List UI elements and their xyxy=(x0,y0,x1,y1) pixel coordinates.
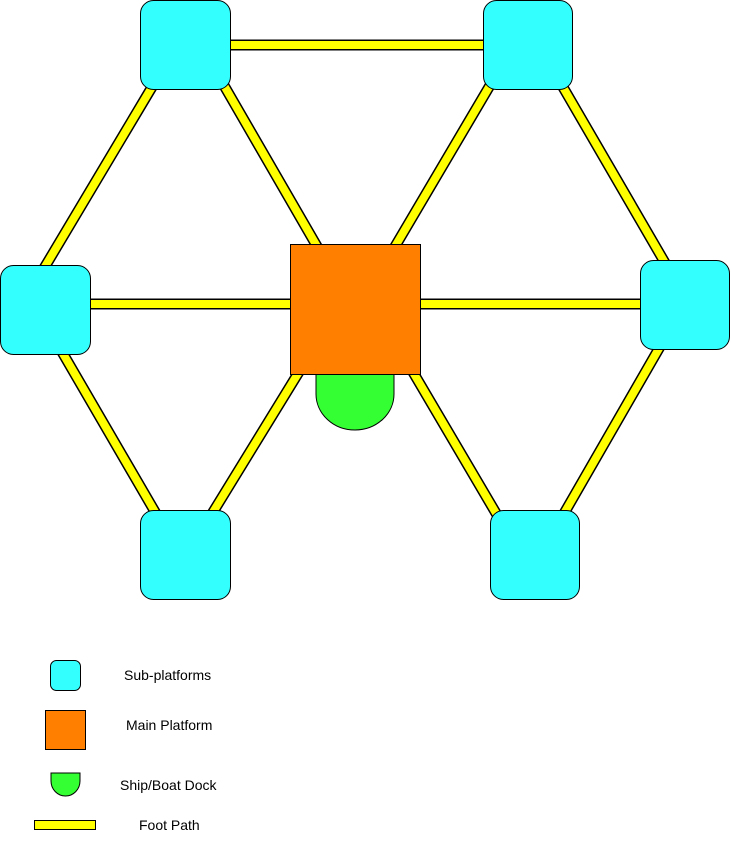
legend-label-dock: Ship/Boat Dock xyxy=(120,777,217,793)
legend-label-sub-platforms: Sub-platforms xyxy=(124,667,212,683)
legend-main-platform-icon xyxy=(45,710,86,750)
legend xyxy=(34,660,96,830)
sub-platform-top-right xyxy=(483,0,573,90)
legend-sub-platform-icon xyxy=(50,660,81,691)
legend-foot-path-icon xyxy=(34,820,96,830)
foot-path-left-to-bottomleft xyxy=(53,342,163,520)
sub-platform-right xyxy=(640,260,730,350)
foot-path-main-to-bottomright xyxy=(405,364,505,523)
legend-label-foot-path: Foot Path xyxy=(139,817,200,833)
sub-platform-left xyxy=(0,265,91,355)
foot-path-topleft-to-main xyxy=(217,79,327,258)
dock-shape xyxy=(315,373,395,431)
sub-platform-top-left xyxy=(140,0,231,90)
foot-path-topright-to-right xyxy=(555,79,673,271)
sub-platform-bottom-left xyxy=(140,510,231,600)
foot-path-right-to-bottomright xyxy=(557,335,670,520)
main-platform xyxy=(290,244,421,375)
sub-platform-bottom-right xyxy=(490,510,580,600)
sub-platforms xyxy=(0,0,730,600)
foot-paths xyxy=(35,39,673,523)
foot-path-topright-to-main xyxy=(385,79,497,258)
legend-dock-icon xyxy=(50,772,81,797)
foot-path-main-to-bottomleft xyxy=(205,364,307,520)
foot-path-topleft-to-left xyxy=(35,79,160,278)
legend-label-main-platform: Main Platform xyxy=(126,717,213,733)
